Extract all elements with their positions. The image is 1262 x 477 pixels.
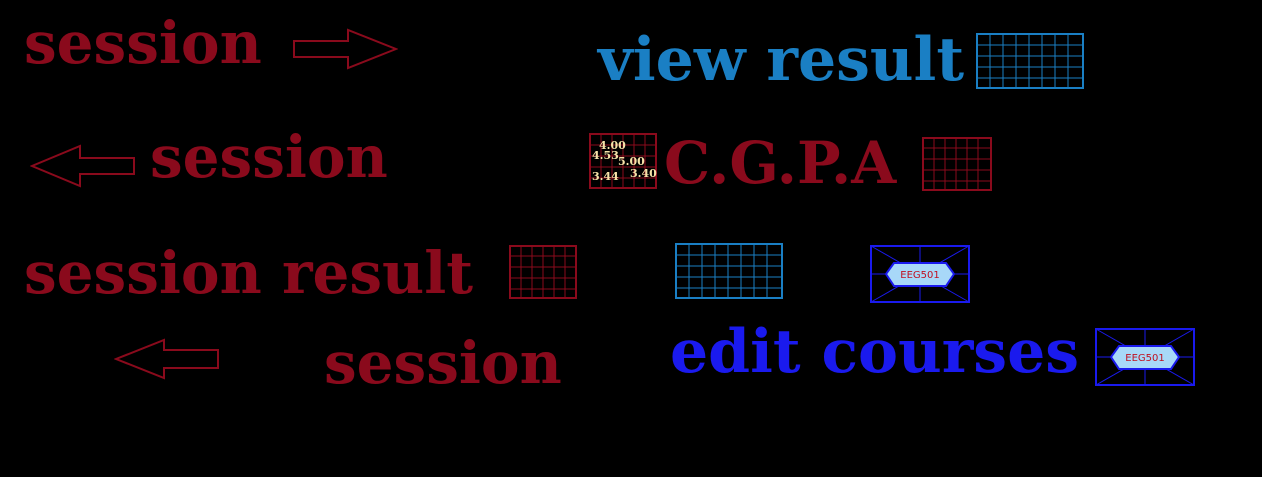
gpa-value: 3.44 [592,170,619,183]
session-result-grid-icon[interactable] [509,245,577,299]
course-code-text: EEG501 [1125,353,1164,364]
arrow-left-icon[interactable] [114,338,220,382]
edit-courses-label[interactable]: edit courses [670,317,1080,387]
course-code-text: EEG501 [900,270,939,281]
cgpa-grid-icon[interactable] [922,137,992,191]
view-result-label[interactable]: view result [598,25,965,95]
gpa-value: 4.53 [592,149,619,162]
arrow-left-icon[interactable] [30,144,136,188]
course-badge-icon[interactable]: EEG501 [870,245,970,303]
grid-icon[interactable] [675,243,783,299]
session-label-1[interactable]: session [24,9,262,77]
gpa-grid-icon[interactable]: 4.00 4.53 5.00 3.44 3.40 [589,133,657,189]
view-result-grid-icon[interactable] [976,33,1084,89]
session-label-2[interactable]: session [150,123,388,191]
session-result-label[interactable]: session result [24,239,474,307]
session-label-3[interactable]: session [324,329,562,397]
gpa-value: 5.00 [618,155,645,168]
arrow-right-icon[interactable] [292,28,398,70]
gpa-value: 3.40 [630,167,657,180]
gpa-value: 4.00 [599,139,626,152]
cgpa-label[interactable]: C.G.P.A [664,129,897,197]
course-badge-icon[interactable]: EEG501 [1095,328,1195,386]
